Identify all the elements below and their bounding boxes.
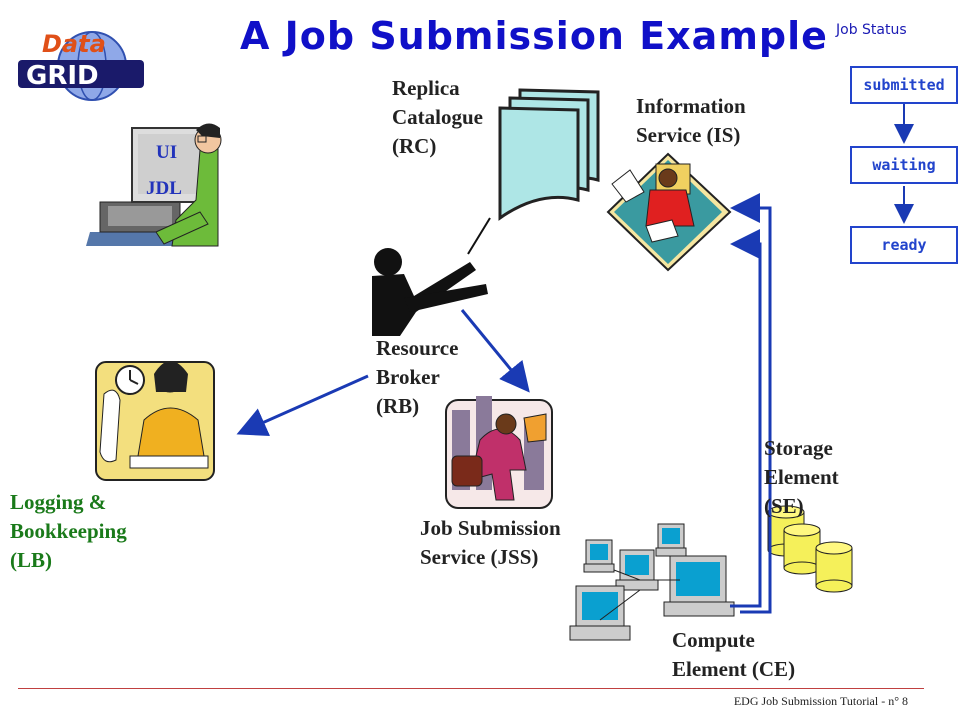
replica-line3: (RC) — [392, 134, 437, 158]
arrow-rb-to-jss — [460, 309, 530, 393]
resource-broker-figure — [372, 217, 491, 336]
logging-line2: Bookkeeping — [10, 519, 127, 543]
ui-label: UI — [156, 142, 177, 163]
status-ready: ready — [850, 226, 958, 264]
job-submission-service-icon — [445, 396, 553, 509]
footer-divider — [18, 688, 924, 689]
ui-user-illustration — [86, 123, 222, 247]
information-service-icon — [606, 152, 732, 272]
information-line2: Service (IS) — [636, 123, 741, 147]
job-submission-service-label: Job Submission Service (JSS) — [420, 514, 561, 572]
storage-line3: (SE) — [764, 494, 804, 518]
status-submitted: submitted — [850, 66, 958, 104]
information-line1: Information — [636, 94, 746, 118]
resource-line3: (RB) — [376, 394, 420, 418]
replica-catalogue-icon — [498, 88, 600, 221]
compute-line1: Compute — [672, 628, 755, 652]
logging-line3: (LB) — [10, 548, 52, 572]
resource-broker-label: Resource Broker (RB) — [376, 334, 458, 421]
arrow-rb-to-lb — [236, 374, 369, 436]
datagrid-logo: Data GRID — [18, 30, 144, 101]
replica-line2: Catalogue — [392, 105, 483, 129]
jss-line2: Service (JSS) — [420, 545, 539, 569]
job-status-heading: Job Status — [836, 22, 907, 38]
storage-line1: Storage — [764, 436, 833, 460]
compute-element-label: Compute Element (CE) — [672, 626, 795, 684]
page-title: A Job Submission Example — [240, 14, 828, 58]
resource-line1: Resource — [376, 336, 459, 360]
replica-catalogue-label: Replica Catalogue (RC) — [392, 74, 483, 161]
compute-element-icon — [569, 523, 735, 641]
compute-line2: Element (CE) — [672, 657, 796, 681]
svg-text:Data: Data — [42, 30, 106, 58]
jss-line1: Job Submission — [420, 516, 561, 540]
storage-element-icon — [767, 505, 853, 593]
status-waiting: waiting — [850, 146, 958, 184]
jdl-label: JDL — [146, 178, 182, 199]
logging-bookkeeping-label: Logging & Bookkeeping (LB) — [10, 488, 127, 575]
resource-line2: Broker — [376, 365, 440, 389]
footer-text: EDG Job Submission Tutorial - n° 8 — [733, 694, 908, 708]
arrow-ce-to-is-inner — [730, 229, 762, 608]
storage-element-label: Storage Element (SE) — [764, 434, 839, 521]
information-service-label: Information Service (IS) — [636, 92, 746, 150]
logging-bookkeeping-icon — [95, 361, 215, 481]
storage-line2: Element — [764, 465, 839, 489]
flow-arrows — [236, 193, 772, 614]
logging-line1: Logging & — [10, 490, 107, 514]
svg-text:GRID: GRID — [26, 61, 99, 91]
arrow-ce-to-is-outer — [730, 193, 772, 614]
replica-line1: Replica — [392, 76, 460, 100]
